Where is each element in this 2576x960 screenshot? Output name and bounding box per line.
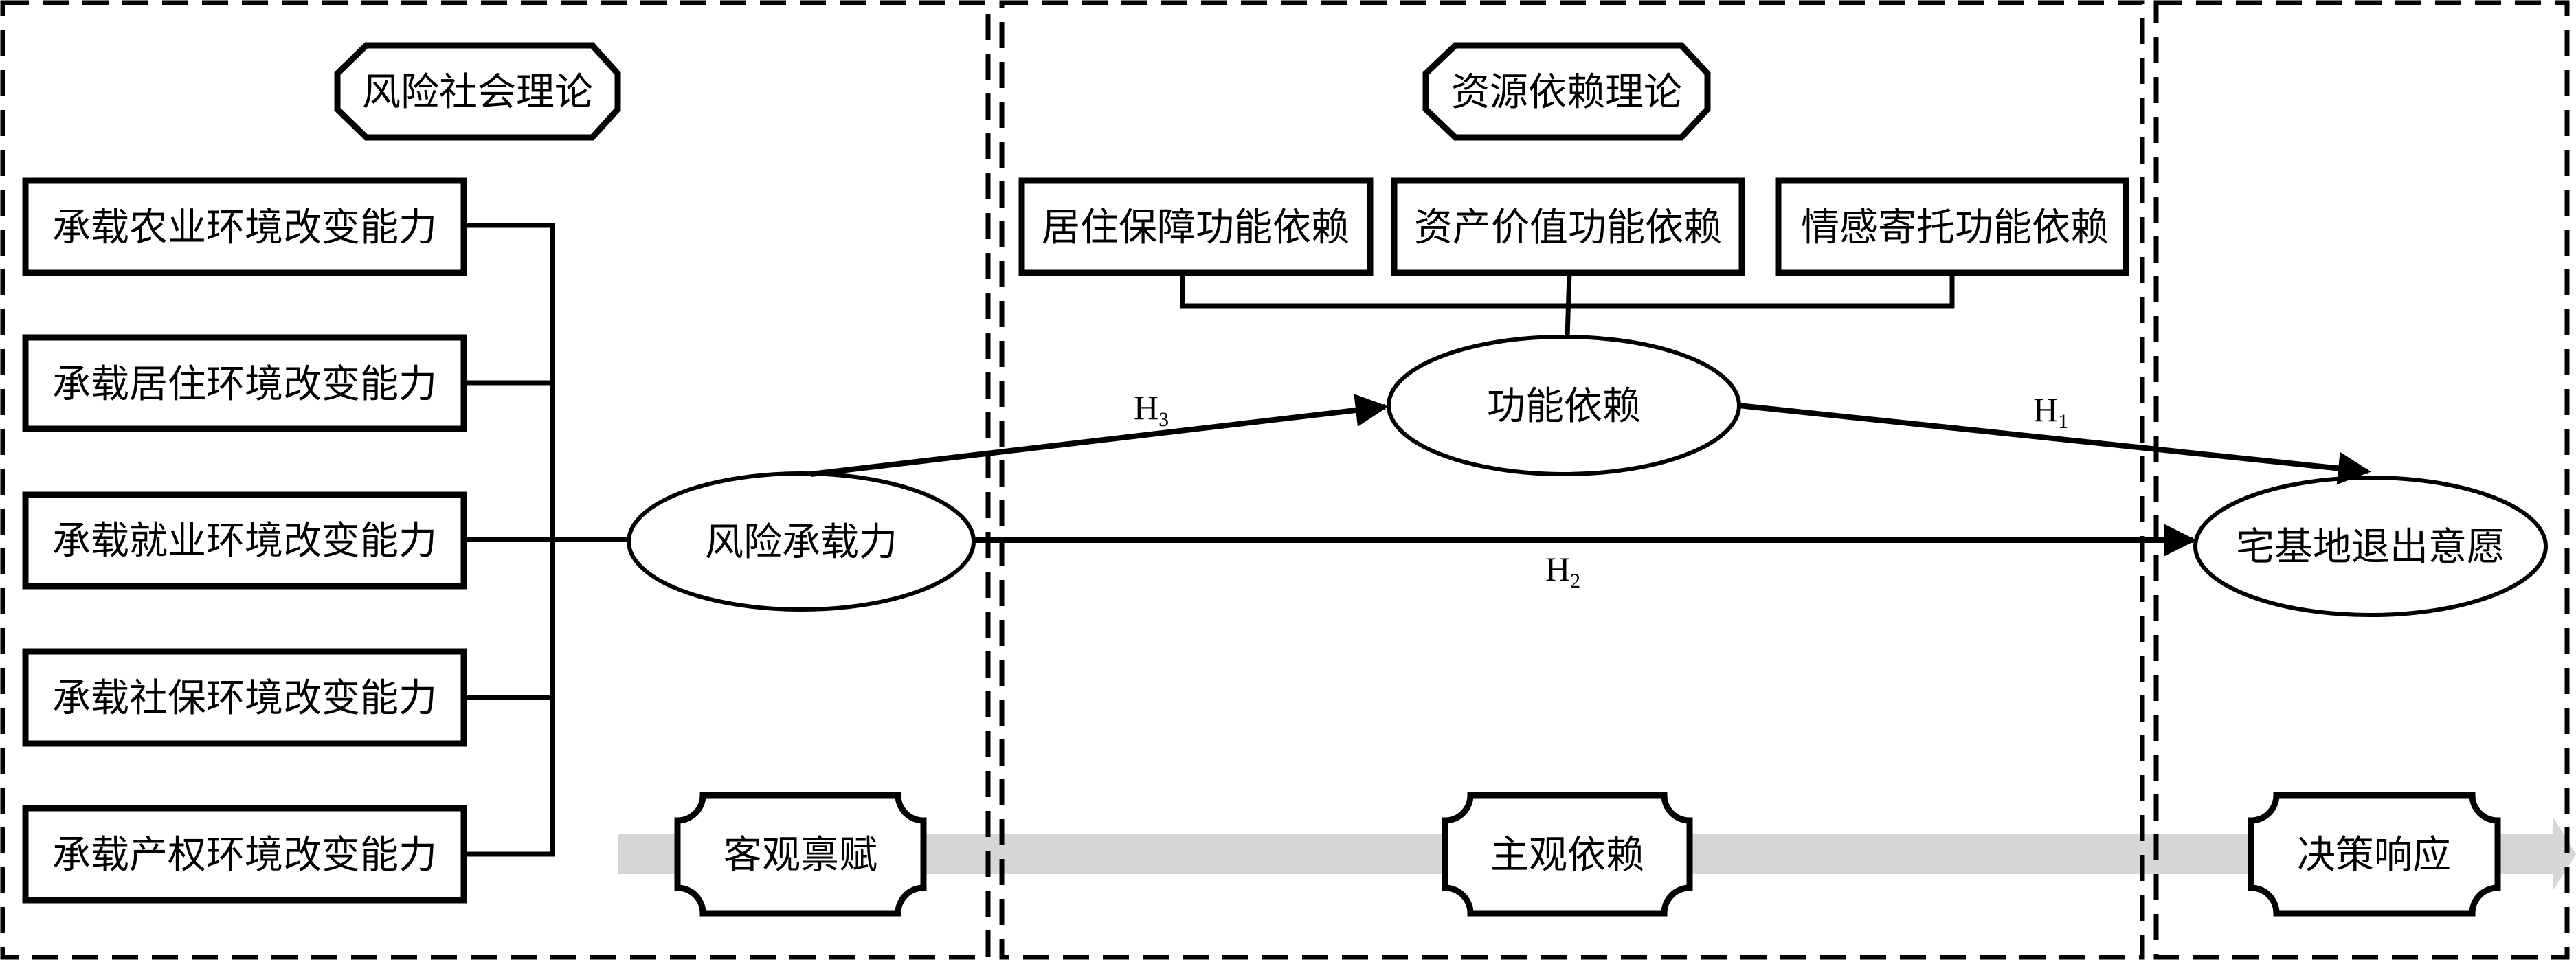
section-frame-middle [999,0,2145,960]
capacity-factor-label: 承载农业环境改变能力 [52,205,437,250]
stage-label-shape [674,792,927,917]
dependence-factor-item: 居住保障功能依赖 [1018,177,1374,276]
section-frame-right [2153,0,2570,960]
hypothesis-label-h1: H1 [2033,390,2068,433]
theory-label-risk-society: 风险社会理论 [334,42,621,141]
hypothesis-base: H [1134,388,1158,427]
capacity-factor-label: 承载产权环境改变能力 [52,833,437,878]
stage-label-shape [1442,792,1693,917]
dependence-bracket-connector [1180,272,1955,338]
capacity-factor-item: 承载产权环境改变能力 [22,805,467,904]
stage-label-text: 客观禀赋 [724,833,877,878]
stage-label-shape [2248,792,2501,917]
dependence-factor-item: 情感寄托功能依赖 [1775,177,2129,276]
capacity-factor-item: 承载就业环境改变能力 [22,491,467,590]
construct-label: 功能依赖 [1487,384,1641,429]
hypothesis-subscript: 2 [1570,570,1580,592]
theory-label-shape [334,42,621,141]
dependence-factor-label: 情感寄托功能依赖 [1801,205,2109,250]
capacity-bracket-connector [464,223,629,857]
dependence-factor-item: 资产价值功能依赖 [1391,177,1745,276]
hypothesis-label-h2: H2 [1545,550,1580,592]
construct-label: 宅基地退出意愿 [2236,525,2505,570]
stage-label-text: 主观依赖 [1490,833,1644,878]
hypothesis-subscript: 1 [2058,410,2068,433]
stage-label-objective-endowment: 客观禀赋 [674,792,927,917]
theory-label-resource-dependence: 资源依赖理论 [1422,42,1711,141]
hypothesis-label-h3: H3 [1134,388,1169,431]
theory-label-text: 风险社会理论 [362,70,593,115]
dependence-factor-label: 资产价值功能依赖 [1414,205,1722,250]
stage-label-decision-response: 决策响应 [2248,792,2501,917]
capacity-factor-label: 承载就业环境改变能力 [52,519,437,563]
dependence-factor-label: 居住保障功能依赖 [1042,205,1349,250]
capacity-factor-label: 承载居住环境改变能力 [52,362,437,407]
capacity-factor-item: 承载居住环境改变能力 [22,334,467,432]
construct-exit-willingness: 宅基地退出意愿 [2193,476,2548,617]
construct-functional-dependence: 功能依赖 [1387,335,1741,476]
capacity-factor-item: 承载社保环境改变能力 [22,648,467,747]
construct-label: 风险承载力 [705,520,897,565]
hypothesis-base: H [1545,550,1570,588]
dependence-factor-list: 居住保障功能依赖 资产价值功能依赖 情感寄托功能依赖 [1018,177,2129,276]
capacity-factor-list: 承载农业环境改变能力 承载居住环境改变能力 承载就业环境改变能力 承载社保环境改… [22,177,467,904]
capacity-factor-label: 承载社保环境改变能力 [52,676,437,721]
capacity-factor-item: 承载农业环境改变能力 [22,177,467,276]
arrow-h3 [810,394,1389,477]
stage-label-subjective-dependence: 主观依赖 [1442,792,1693,917]
stage-label-text: 决策响应 [2297,833,2451,878]
construct-risk-capacity: 风险承载力 [627,471,976,612]
hypothesis-subscript: 3 [1158,408,1169,431]
hypothesis-base: H [2033,390,2058,429]
progression-band-arrowhead [2553,818,2576,890]
theory-label-text: 资源依赖理论 [1451,70,1682,115]
section-frame-left [0,0,991,960]
arrow-h1 [1738,403,2371,485]
theory-label-shape [1422,42,1711,141]
